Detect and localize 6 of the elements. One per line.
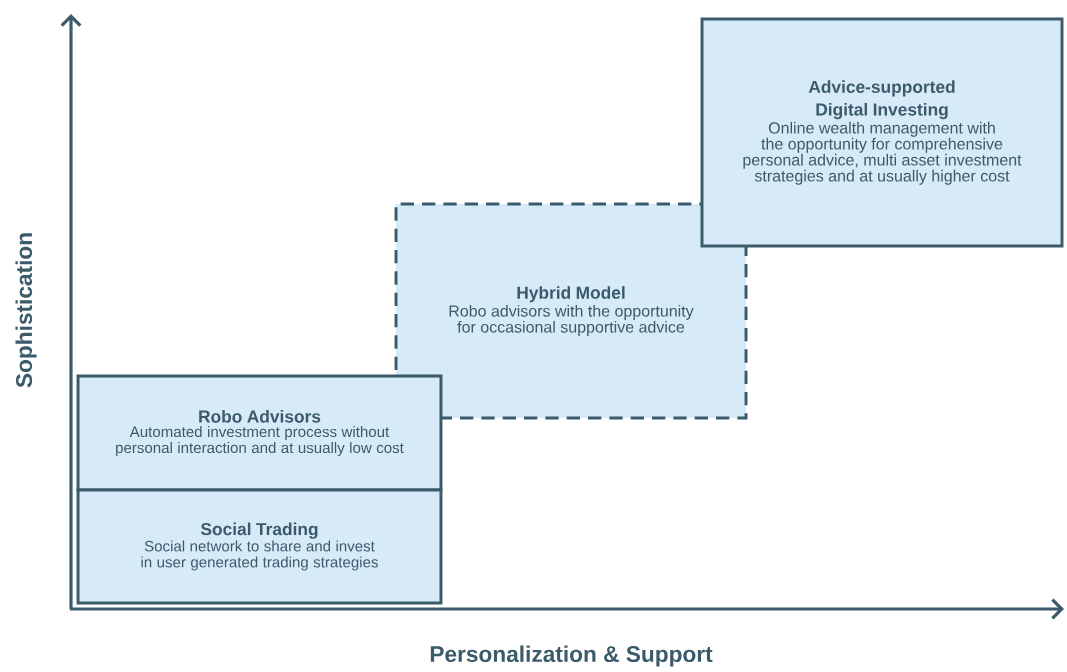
category-box: Robo Advisors Automated investment process without personal interaction and at usually low cost	[76, 374, 443, 492]
axis-label: Sophistication	[15, 233, 37, 388]
category-box: Hybrid Model Robo advisors with the opportunity for occasional supportive advice	[394, 202, 748, 420]
category-box: Advice-supported Digital Investing Online wealth management with the opportunity for comprehensive personal advice, multi asset investment strategies and at usually higher cost	[700, 17, 1064, 248]
category-box: Social Trading Social network to share and invest in user generated trading strategies	[76, 488, 443, 605]
axis-label: Personalization & Support	[430, 645, 713, 667]
